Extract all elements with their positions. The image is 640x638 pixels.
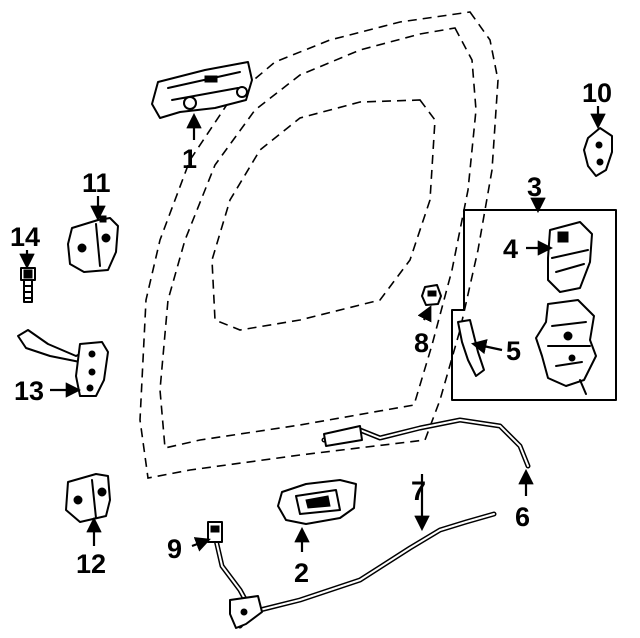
callout-12: 12 bbox=[76, 549, 106, 579]
lock-actuator bbox=[547, 221, 593, 293]
door-lock-mechanism bbox=[535, 299, 597, 395]
callout-14: 14 bbox=[10, 222, 40, 252]
lock-assembly-box bbox=[451, 209, 617, 401]
door-check-strap bbox=[17, 329, 109, 397]
hinge-bolt bbox=[20, 267, 36, 303]
callout-6: 6 bbox=[515, 502, 530, 532]
callout-13: 13 bbox=[14, 376, 44, 406]
callout-4: 4 bbox=[503, 234, 518, 264]
outside-handle bbox=[151, 61, 253, 119]
lock-link bbox=[457, 319, 485, 377]
lock-rod-clip bbox=[583, 127, 613, 177]
callout-2: 2 bbox=[294, 558, 309, 588]
callout-9: 9 bbox=[167, 534, 182, 564]
callout-3: 3 bbox=[527, 172, 542, 202]
lock-rod bbox=[321, 417, 531, 469]
callout-1: 1 bbox=[182, 144, 197, 174]
remote-cable bbox=[213, 511, 497, 629]
rod-clip-9 bbox=[207, 521, 223, 543]
upper-door-hinge bbox=[67, 215, 119, 273]
callout-8: 8 bbox=[414, 328, 429, 358]
callout-11: 11 bbox=[82, 168, 111, 198]
leader-arrow-c8 bbox=[417, 305, 432, 323]
leader-arrow-c9 bbox=[191, 537, 211, 552]
callout-leaders bbox=[19, 106, 606, 552]
inside-handle bbox=[277, 479, 357, 525]
callout-5: 5 bbox=[506, 336, 521, 366]
lower-door-hinge bbox=[65, 473, 111, 523]
callout-10: 10 bbox=[582, 78, 612, 108]
rod-bushing bbox=[421, 284, 442, 306]
callout-7: 7 bbox=[411, 476, 426, 506]
callout-labels: 1 2 3 4 5 6 7 8 9 10 11 12 13 14 bbox=[10, 78, 612, 588]
door-shell-outline bbox=[139, 11, 499, 479]
leader-arrow-c5 bbox=[470, 339, 503, 355]
